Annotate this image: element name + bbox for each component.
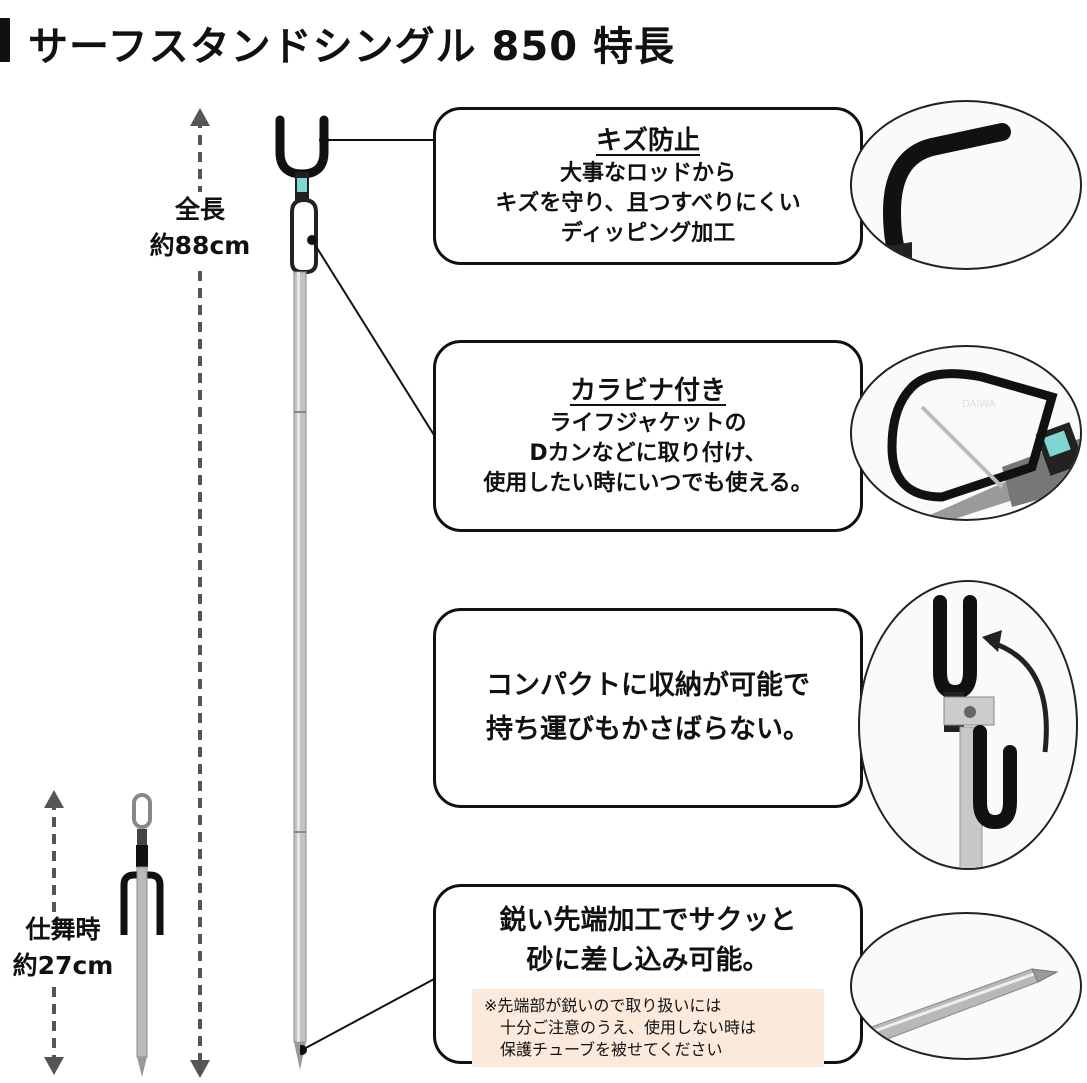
stored-length-label: 仕舞時 約27cm: [0, 912, 126, 984]
svg-text:DAIWA: DAIWA: [962, 399, 996, 410]
feature-line: キズを守り、且つすべりにくい: [495, 191, 801, 216]
svg-text:▶▶: ▶▶: [862, 263, 881, 270]
feature-scratch-protection: キズ防止 大事なロッドから キズを守り、且つすべりにくい ディッピング加工: [433, 107, 863, 265]
feature-line: Dカンなどに取り付け、: [529, 441, 767, 466]
feature-compact-storage: コンパクトに収納が可能で 持ち運びもかさばらない。: [433, 608, 863, 808]
feature-heading: キズ防止: [595, 126, 700, 156]
stored-length-title: 仕舞時: [25, 915, 101, 944]
feature-line: 砂に差し込み可能。: [526, 945, 770, 976]
stored-length-value: 約27cm: [12, 951, 114, 980]
feature-heading: カラビナ付き: [569, 376, 726, 406]
full-length-value: 約88cm: [149, 231, 251, 260]
folded-rod-stand-image: [120, 793, 164, 1077]
caution-note-line: 保護チューブを被せてください: [484, 1040, 723, 1059]
rod-stand-image: [275, 115, 329, 1070]
feature-sharp-tip: 鋭い先端加工でサクッと 砂に差し込み可能。 ※先端部が鋭いので取り扱いには 十分…: [433, 884, 863, 1067]
full-length-arrow: [190, 108, 210, 1078]
page-title: サーフスタンドシングル 850 特長: [28, 24, 675, 70]
feature-line: ライフジャケットの: [549, 411, 747, 436]
detail-holder-image: ▶▶: [850, 100, 1082, 270]
feature-carabiner: カラビナ付き ライフジャケットの Dカンなどに取り付け、 使用したい時にいつでも…: [433, 340, 863, 532]
title-accent-bar: [0, 18, 10, 62]
caution-note-line: 十分ご注意のうえ、使用しない時は: [484, 1018, 757, 1037]
stored-length-arrow: [44, 790, 64, 1075]
feature-line: ディッピング加工: [560, 221, 736, 246]
feature-line: 持ち運びもかさばらない。: [486, 714, 810, 745]
leader-lines: [300, 135, 440, 1055]
caution-note-line: ※先端部が鋭いので取り扱いには: [484, 996, 722, 1015]
detail-tip-image: [850, 912, 1082, 1060]
full-length-label: 全長 約88cm: [138, 192, 262, 264]
detail-folding-image: [858, 580, 1078, 870]
feature-line: 使用したい時にいつでも使える。: [483, 471, 813, 496]
caution-note: ※先端部が鋭いので取り扱いには 十分ご注意のうえ、使用しない時は 保護チューブを…: [472, 989, 824, 1067]
feature-line: 大事なロッドから: [559, 161, 736, 186]
detail-carabiner-image: DAIWA: [850, 345, 1082, 521]
full-length-title: 全長: [174, 195, 225, 224]
feature-line: 鋭い先端加工でサクッと: [499, 905, 797, 936]
feature-line: コンパクトに収納が可能で: [486, 670, 810, 701]
